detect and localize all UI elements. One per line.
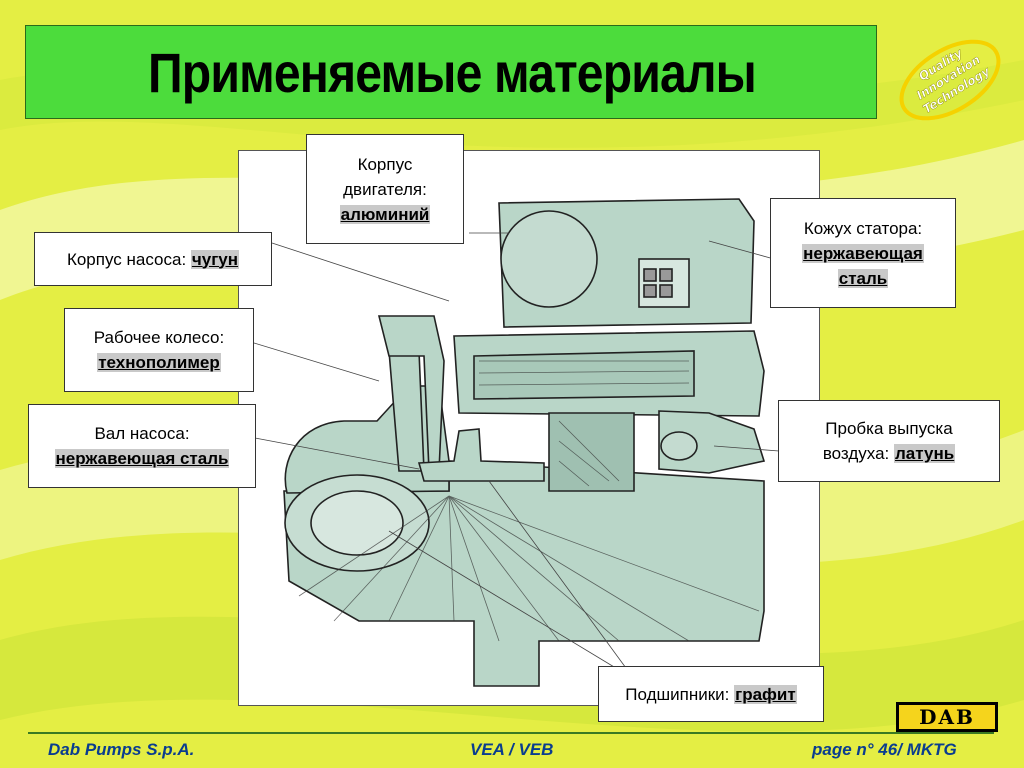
- callout-bearings-label: Подшипники:: [625, 684, 730, 704]
- callout-stator-casing-material1: нержавеющая: [802, 243, 924, 263]
- callout-motor-housing: Корпус двигателя: алюминий: [306, 134, 464, 244]
- callout-motor-housing-line1: Корпус: [357, 154, 413, 174]
- callout-motor-housing-material: алюминий: [339, 204, 431, 224]
- callout-air-plug: Пробка выпуска воздуха: латунь: [778, 400, 1000, 482]
- callout-air-plug-line1: Пробка выпуска: [825, 419, 953, 438]
- callout-bearings: Подшипники: графит: [598, 666, 824, 722]
- title-bar: Применяемые материалы: [25, 25, 877, 119]
- capacitor: [500, 210, 598, 308]
- page-title: Применяемые материалы: [148, 41, 757, 104]
- callout-stator-casing-material2: сталь: [837, 268, 889, 288]
- dab-logo-text: DAB: [919, 705, 975, 729]
- callout-impeller-label: Рабочее колесо:: [93, 328, 225, 347]
- callout-pump-shaft-material: нержавеющая сталь: [54, 449, 230, 468]
- footer-model: VEA / VEB: [470, 740, 554, 759]
- callout-pump-housing-material: чугун: [190, 249, 240, 269]
- pump-cross-section-drawing: [253, 198, 780, 687]
- callout-bearings-material: графит: [734, 684, 797, 704]
- callout-pump-shaft: Вал насоса: нержавеющая сталь: [28, 404, 256, 488]
- quality-innovation-technology-logo: Quality Innovation Technology: [899, 39, 1001, 121]
- callout-stator-casing: Кожух статора: нержавеющая сталь: [770, 198, 956, 308]
- callout-pump-housing: Корпус насоса: чугун: [34, 232, 272, 286]
- footer-company: Dab Pumps S.p.A.: [48, 740, 195, 759]
- pump-shaft: [417, 428, 545, 482]
- callout-pump-shaft-label: Вал насоса:: [94, 424, 190, 443]
- callout-stator-casing-label: Кожух статора:: [803, 218, 923, 238]
- callout-impeller: Рабочее колесо: технополимер: [64, 308, 254, 392]
- stator-windings: [473, 350, 695, 400]
- footer-divider: [28, 732, 994, 734]
- callout-pump-housing-label: Корпус насоса:: [66, 249, 187, 269]
- callout-impeller-material: технополимер: [97, 353, 221, 372]
- callout-air-plug-material: латунь: [893, 444, 956, 463]
- rotor-shaft: [548, 412, 635, 492]
- dab-logo: DAB: [896, 702, 998, 732]
- callout-motor-housing-line2: двигателя:: [343, 179, 427, 199]
- callout-air-plug-line2: воздуха:: [822, 444, 890, 463]
- footer-page-number: page n° 46/ MKTG: [812, 740, 957, 759]
